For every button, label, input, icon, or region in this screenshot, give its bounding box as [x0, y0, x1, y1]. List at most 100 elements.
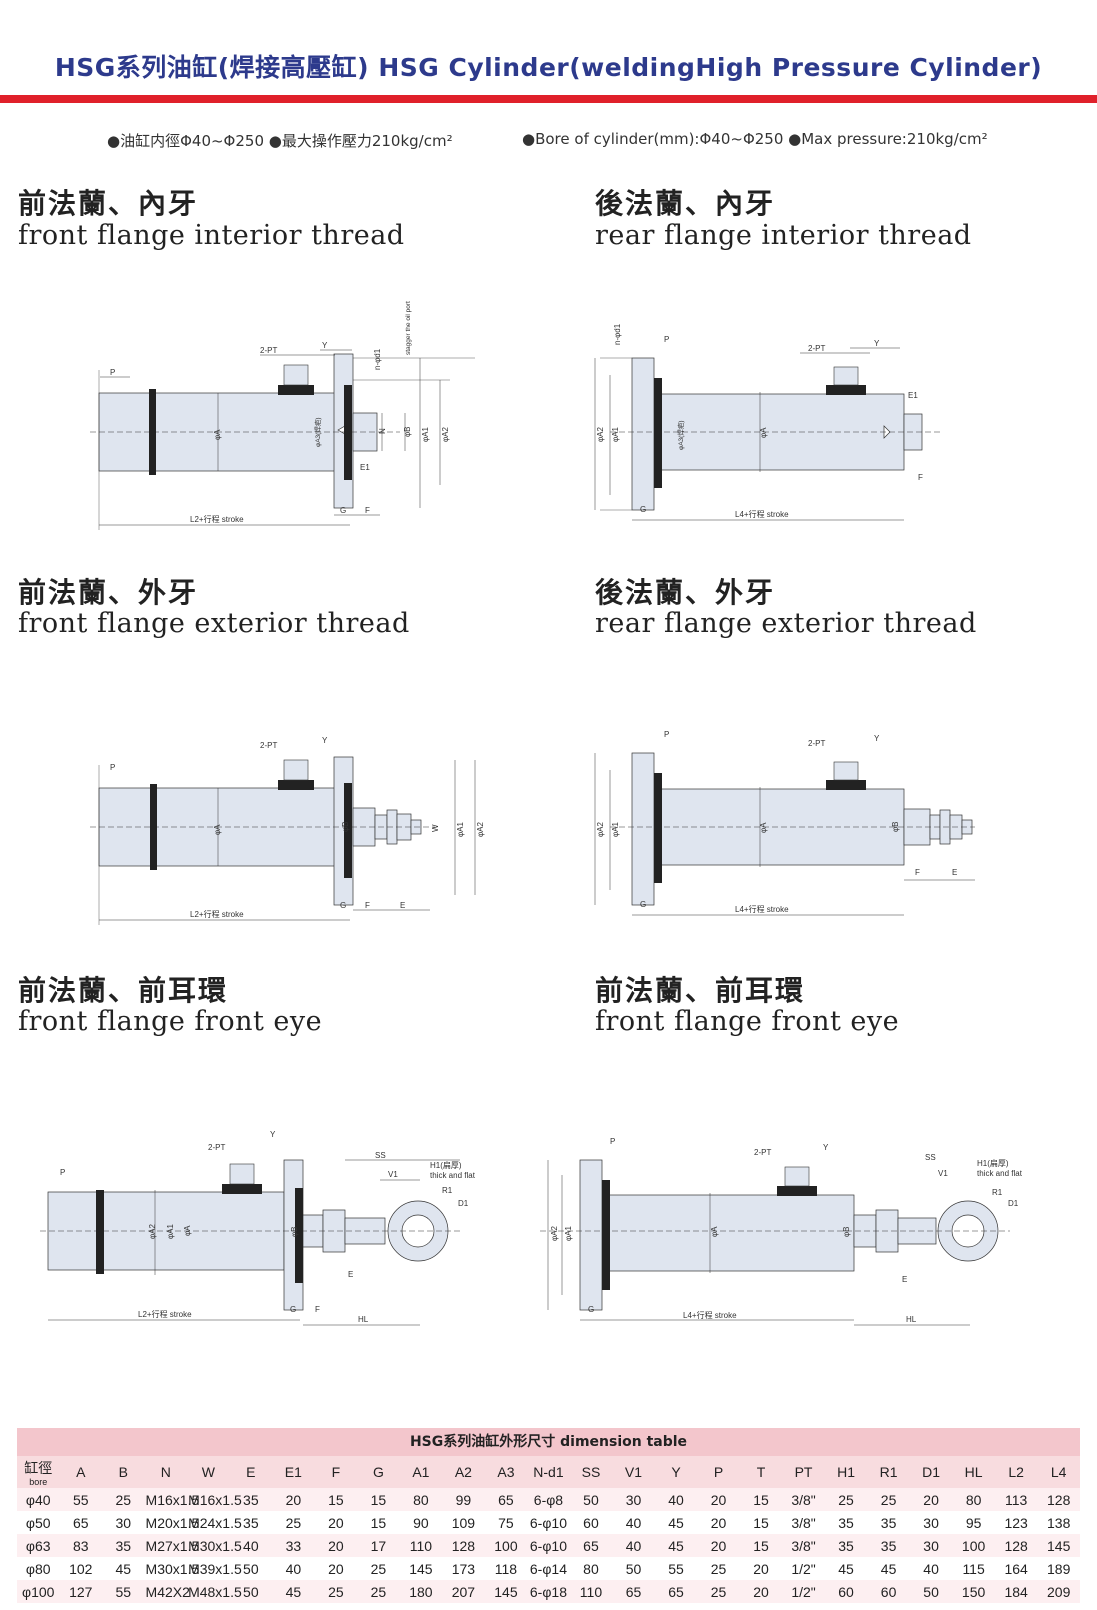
- column-header: P: [697, 1456, 740, 1488]
- label-g: G: [340, 901, 346, 910]
- label-f: F: [915, 868, 920, 877]
- label-r1: R1: [442, 1186, 453, 1195]
- table-cell: 80: [569, 1557, 613, 1580]
- table-cell: 100: [484, 1534, 528, 1557]
- table-cell: 145: [484, 1580, 528, 1603]
- table-cell: 128: [1037, 1488, 1080, 1511]
- table-cell: M30x1.5: [144, 1557, 199, 1580]
- table-cell: 20: [909, 1488, 953, 1511]
- column-header: F: [314, 1456, 358, 1488]
- label-a1: φA1: [421, 426, 430, 442]
- table-cell: 123: [994, 1511, 1038, 1534]
- table-cell: 95: [952, 1511, 995, 1534]
- column-header: T: [739, 1456, 783, 1488]
- column-header: A3: [484, 1456, 528, 1488]
- label-f: F: [365, 901, 370, 910]
- table-cell: 207: [442, 1580, 485, 1603]
- section-3-title-cn: 前法蘭、外牙: [18, 576, 199, 609]
- label-p: P: [110, 763, 115, 772]
- label-a3: φA3(焊疤): [313, 418, 322, 448]
- label-e: E: [902, 1275, 907, 1284]
- label-a3: φA3(焊疤): [676, 421, 685, 451]
- spec-cn: ●油缸内徑Φ40~Φ250 ●最大操作壓力210kg/cm²: [107, 132, 453, 150]
- table-cell: 80: [399, 1488, 443, 1511]
- column-header: D1: [909, 1456, 953, 1488]
- label-l4: L4+行程 stroke: [683, 1310, 737, 1320]
- table-cell: 209: [1037, 1580, 1080, 1603]
- label-a1: φA1: [611, 426, 620, 442]
- table-cell: 1/2": [782, 1580, 825, 1603]
- dimension-table-title: HSG系列油缸外形尺寸 dimension table: [17, 1428, 1080, 1456]
- label-a2: φA2: [148, 1223, 157, 1239]
- section-5-title-cn: 前法蘭、前耳環: [18, 974, 229, 1007]
- label-2-pt: 2-PT: [754, 1148, 771, 1157]
- table-cell: 40: [654, 1488, 698, 1511]
- table-cell: 60: [569, 1511, 613, 1534]
- label-e: E: [348, 1270, 353, 1279]
- table-cell: 35: [102, 1534, 145, 1557]
- table-cell: 118: [484, 1557, 528, 1580]
- table-cell: 60: [867, 1580, 910, 1603]
- label-p: P: [110, 368, 115, 377]
- table-cell: 20: [314, 1557, 358, 1580]
- label-e: E: [400, 901, 405, 910]
- table-cell: 45: [654, 1534, 698, 1557]
- column-header: N-d1: [527, 1456, 570, 1488]
- table-cell: 45: [654, 1511, 698, 1534]
- table-cell: 30: [909, 1511, 953, 1534]
- label-b: φB: [341, 821, 350, 832]
- label-h1-en: thick and flat: [430, 1171, 476, 1180]
- label-a: φA: [183, 1225, 192, 1236]
- column-header: Y: [654, 1456, 698, 1488]
- column-header: E1: [272, 1456, 315, 1488]
- table-cell: 30: [102, 1511, 145, 1534]
- label-h1: H1(扁厚): [977, 1158, 1009, 1168]
- table-cell: 45: [272, 1580, 315, 1603]
- column-header: E: [229, 1456, 273, 1488]
- table-cell: 25: [357, 1580, 400, 1603]
- section-1-title-en: front flange interior thread: [18, 220, 405, 251]
- bore-cell: φ50: [17, 1511, 60, 1534]
- label-a: φA: [759, 822, 768, 833]
- table-cell: 6-φ10: [527, 1511, 570, 1534]
- section-1-title-cn: 前法蘭、內牙: [18, 187, 199, 220]
- label-e: E: [952, 868, 957, 877]
- section-4-title-en: rear flange exterior thread: [595, 608, 977, 639]
- label-y: Y: [874, 339, 880, 348]
- label-a: φA: [213, 824, 222, 835]
- label-ss: SS: [375, 1151, 386, 1160]
- table-cell: 110: [569, 1580, 613, 1603]
- table-cell: 80: [952, 1488, 995, 1511]
- table-cell: 150: [952, 1580, 995, 1603]
- table-cell: 55: [102, 1580, 145, 1603]
- bore-header-en: bore: [29, 1476, 48, 1487]
- drawing-rear-flange-exterior-thread: 2-PT Y P φA φB φA2 φA1 F E G L4+行程 strok…: [594, 730, 975, 916]
- table-cell: 55: [59, 1488, 103, 1511]
- table-cell: M16x1.5: [144, 1488, 199, 1511]
- table-cell: M30x1.5: [187, 1534, 242, 1557]
- bore-header-cn: 缸徑: [24, 1459, 53, 1476]
- table-cell: 25: [272, 1511, 315, 1534]
- table-cell: 15: [739, 1534, 783, 1557]
- drawing-rear-flange-interior-thread: 2-PT Y P φA φA3(焊疤) φA2 φA1 E1 F G L4+行程…: [594, 323, 940, 521]
- label-d1: D1: [1008, 1199, 1019, 1208]
- table-cell: 102: [59, 1557, 103, 1580]
- table-cell: 35: [824, 1534, 868, 1557]
- label-y: Y: [270, 1130, 276, 1139]
- column-header: L2: [994, 1456, 1038, 1488]
- table-cell: 6-φ8: [527, 1488, 570, 1511]
- section-2-title-en: rear flange interior thread: [595, 220, 972, 251]
- column-header: A2: [442, 1456, 485, 1488]
- section-3-title-en: front flange exterior thread: [18, 608, 410, 639]
- table-cell: 6-φ14: [527, 1557, 570, 1580]
- table-cell: 20: [272, 1488, 315, 1511]
- label-r1: R1: [992, 1188, 1003, 1197]
- column-header: L4: [1037, 1456, 1080, 1488]
- table-cell: 138: [1037, 1511, 1080, 1534]
- table-cell: 33: [272, 1534, 315, 1557]
- column-header: PT: [782, 1456, 825, 1488]
- label-2-pt: 2-PT: [808, 739, 825, 748]
- label-l2: L2+行程 stroke: [190, 909, 244, 919]
- table-cell: 35: [867, 1511, 910, 1534]
